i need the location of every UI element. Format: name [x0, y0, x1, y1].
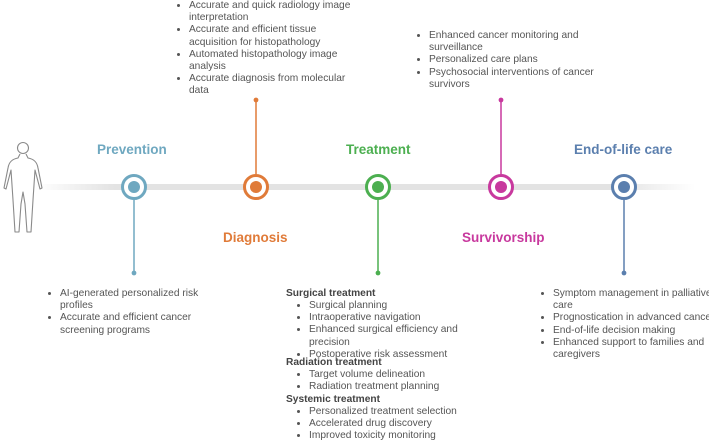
list-item: Accurate and quick radiology image inter… [189, 0, 359, 24]
list-item: Radiation treatment planning [309, 381, 494, 393]
list-item: Personalized treatment selection [309, 406, 494, 418]
list-item: Enhanced support to families and caregiv… [553, 337, 709, 361]
list-item: Improved toxicity monitoring [309, 430, 494, 442]
survivorship-stem-dot [498, 97, 504, 103]
prevention-node [121, 174, 147, 200]
list-item: Accurate and efficient cancer screening … [60, 312, 230, 336]
end-of-life-title: End-of-life care [574, 142, 673, 157]
list-item: Enhanced surgical efficiency and precisi… [309, 324, 494, 348]
prevention-list: AI-generated personalized risk profiles … [47, 288, 230, 337]
survivorship-title: Survivorship [462, 230, 545, 245]
treatment-stem-dot [375, 270, 381, 276]
list-item: Postoperative risk assessment [309, 349, 494, 361]
list-item: Intraoperative navigation [309, 312, 494, 324]
survivorship-list: Enhanced cancer monitoring and surveilla… [416, 30, 604, 91]
diagnosis-list: Accurate and quick radiology image inter… [176, 0, 359, 98]
list-item: Automated histopathology image analysis [189, 49, 359, 73]
list-item: Enhanced cancer monitoring and surveilla… [429, 30, 604, 54]
list-item: Accurate diagnosis from molecular data [189, 73, 359, 97]
list-item: AI-generated personalized risk profiles [60, 288, 230, 312]
prevention-stem-dot [131, 270, 137, 276]
surgical-treatment-list: Surgical planning Intraoperative navigat… [296, 300, 494, 361]
list-item: Prognostication in advanced cancer [553, 312, 709, 324]
list-item: Accelerated drug discovery [309, 418, 494, 430]
human-figure-icon [3, 141, 43, 233]
list-item: Accurate and efficient tissue acquisitio… [189, 24, 359, 48]
radiation-treatment-list: Target volume delineation Radiation trea… [296, 369, 494, 393]
end-of-life-node [611, 174, 637, 200]
list-item: Psychosocial interventions of cancer sur… [429, 67, 604, 91]
diagnosis-stem-dot [253, 97, 259, 103]
list-item: End-of-life decision making [553, 325, 709, 337]
list-item: Surgical planning [309, 300, 494, 312]
end-of-life-stem-dot [621, 270, 627, 276]
prevention-title: Prevention [97, 142, 167, 157]
list-item: Personalized care plans [429, 54, 604, 66]
systemic-treatment-list: Personalized treatment selection Acceler… [296, 406, 494, 443]
radiation-treatment-heading: Radiation treatment [286, 357, 382, 368]
end-of-life-list: Symptom management in palliative care Pr… [540, 288, 709, 361]
diagnosis-title: Diagnosis [223, 230, 288, 245]
systemic-treatment-heading: Systemic treatment [286, 394, 380, 405]
survivorship-node [488, 174, 514, 200]
list-item: Symptom management in palliative care [553, 288, 709, 312]
list-item: Target volume delineation [309, 369, 494, 381]
surgical-treatment-heading: Surgical treatment [286, 288, 376, 299]
treatment-node [365, 174, 391, 200]
treatment-title: Treatment [346, 142, 411, 157]
diagnosis-node [243, 174, 269, 200]
